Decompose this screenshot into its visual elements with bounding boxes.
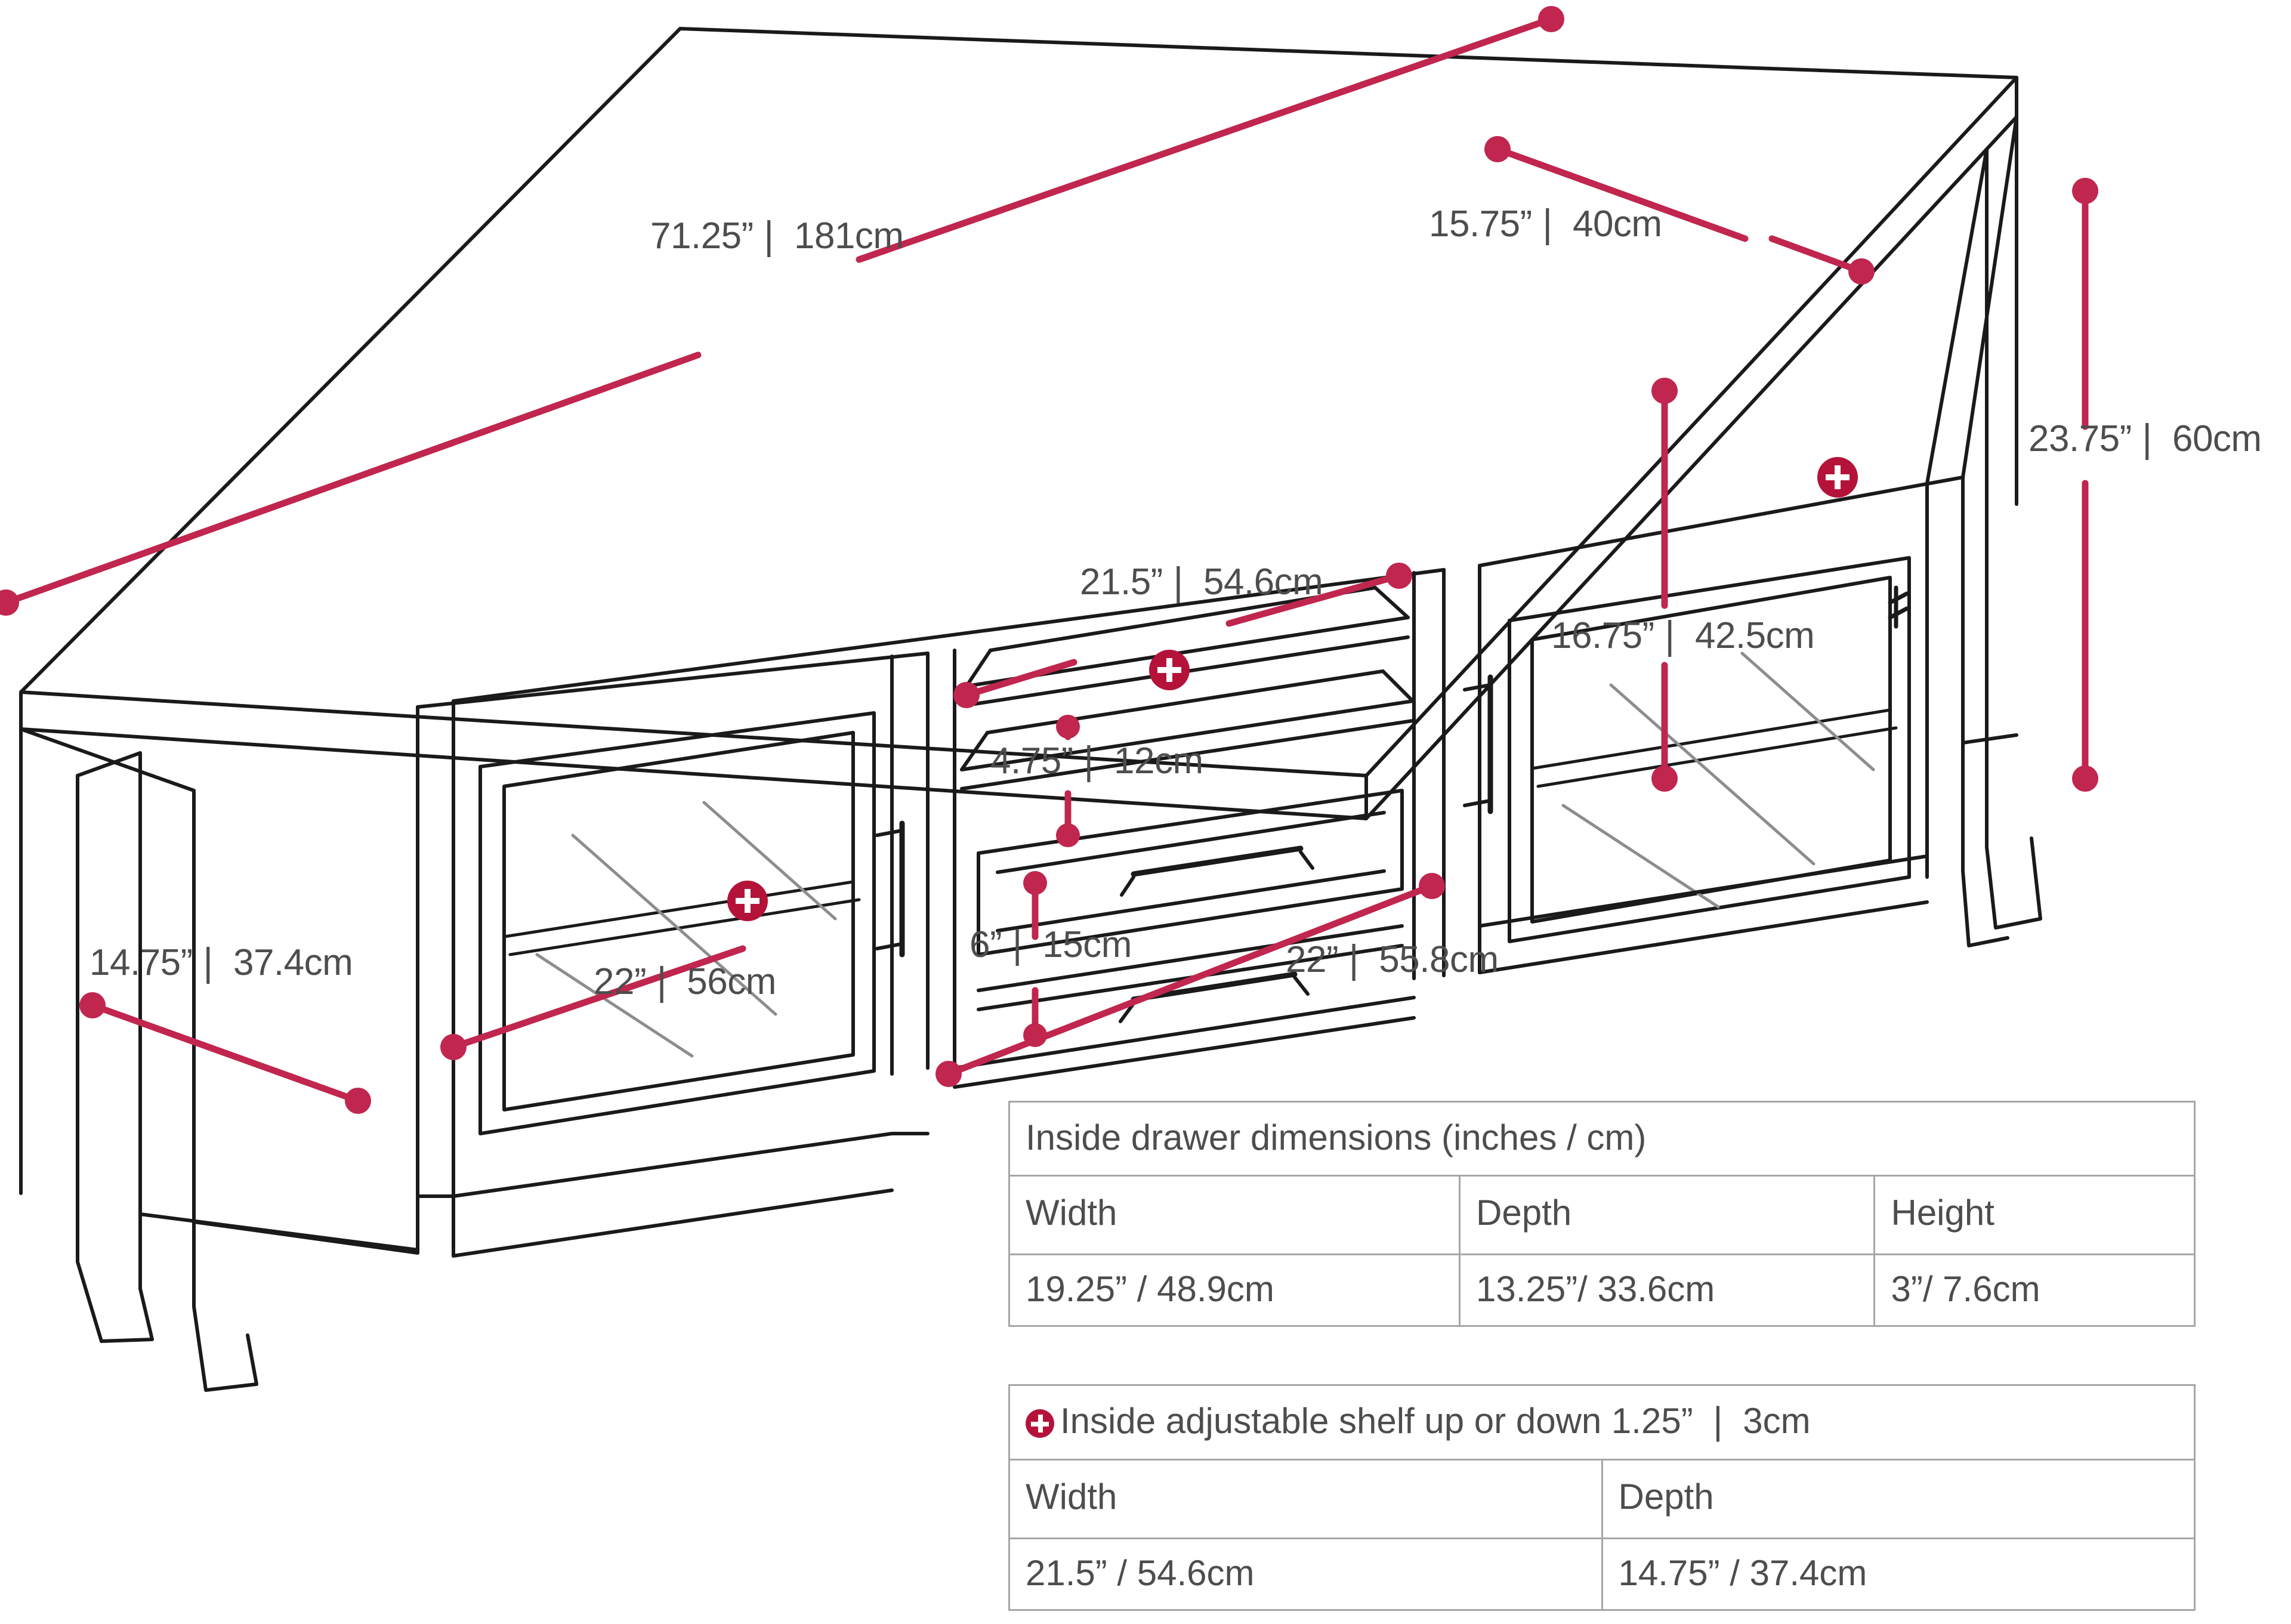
shelf-value-depth: 14.75” / 37.4cm (1601, 1537, 2196, 1611)
drawer-header-height: Height (1873, 1175, 2196, 1255)
drawer-value-depth: 13.25”/ 33.6cm (1459, 1253, 1876, 1327)
dim-line-overall-width-b (2, 351, 702, 606)
plus-circle-icon (1149, 650, 1190, 690)
dim-line-side-depth (89, 1002, 362, 1104)
table-row-headers: Width Depth Height (1008, 1175, 2196, 1255)
drawer-header-width: Width (1008, 1175, 1461, 1255)
dim-label-side-depth: 14.75”❘ 37.4cm (89, 942, 353, 983)
plus-circle-icon (1026, 1409, 1054, 1438)
dim-line-shelf-width-a (963, 659, 1077, 699)
shelf-table-title: Inside adjustable shelf up or down 1.25”… (1008, 1384, 2196, 1461)
shelf-value-width: 21.5” / 54.6cm (1008, 1537, 1603, 1611)
table-row-values: 19.25” / 48.9cm 13.25”/ 33.6cm 3”/ 7.6cm (1008, 1253, 2196, 1327)
shelf-table-title-text: Inside adjustable shelf up or down 1.25”… (1060, 1401, 1811, 1441)
plus-circle-icon (727, 881, 768, 921)
drawer-table-title: Inside drawer dimensions (inches / cm) (1008, 1101, 2196, 1177)
plus-circle-icon (1817, 457, 1858, 498)
drawer-header-depth: Depth (1459, 1175, 1876, 1255)
dim-label-left-cabinet-width: 22”❘ 56cm (594, 961, 776, 1002)
dim-label-center-shelf-width: 21.5”❘ 54.6cm (1080, 561, 1323, 603)
shelf-header-width: Width (1008, 1459, 1603, 1539)
dim-label-drawer-opening-height: 4.75”❘ 12cm (990, 740, 1203, 782)
drawer-value-height: 3”/ 7.6cm (1873, 1253, 2196, 1327)
dim-line-overall-depth-b (1768, 235, 1865, 275)
drawer-value-width: 19.25” / 48.9cm (1008, 1253, 1461, 1327)
dim-label-right-cabinet-width: 22”❘ 55.8cm (1286, 939, 1499, 980)
dim-line-left-cab-width (450, 945, 746, 1051)
table-row-values: 21.5” / 54.6cm 14.75” / 37.4cm (1008, 1537, 2196, 1611)
dim-line-overall-depth-a (1494, 146, 1749, 242)
dim-label-cabinet-interior-height: 16.75”❘ 42.5cm (1551, 615, 1815, 656)
adjustable-shelf-table: Inside adjustable shelf up or down 1.25”… (1008, 1384, 2196, 1611)
dim-label-overall-depth: 15.75”❘ 40cm (1429, 203, 1662, 245)
dim-line-overall-width (856, 16, 1555, 263)
table-row-title: Inside adjustable shelf up or down 1.25”… (1008, 1384, 2196, 1461)
inside-drawer-dimensions-table: Inside drawer dimensions (inches / cm) W… (1008, 1101, 2196, 1327)
dim-label-lower-opening-height: 6”❘ 15cm (969, 924, 1132, 965)
dim-line-shelf-width-b (1225, 572, 1403, 627)
dimension-endpoints (0, 6, 2098, 1114)
dim-label-overall-width: 71.25”❘ 181cm (650, 215, 904, 257)
table-row-headers: Width Depth (1008, 1459, 2196, 1539)
table-row-title: Inside drawer dimensions (inches / cm) (1008, 1101, 2196, 1177)
shelf-header-depth: Depth (1601, 1459, 2196, 1539)
dim-label-overall-height: 23.75”❘ 60cm (2028, 418, 2262, 459)
cabinet-outline (19, 27, 2042, 1392)
